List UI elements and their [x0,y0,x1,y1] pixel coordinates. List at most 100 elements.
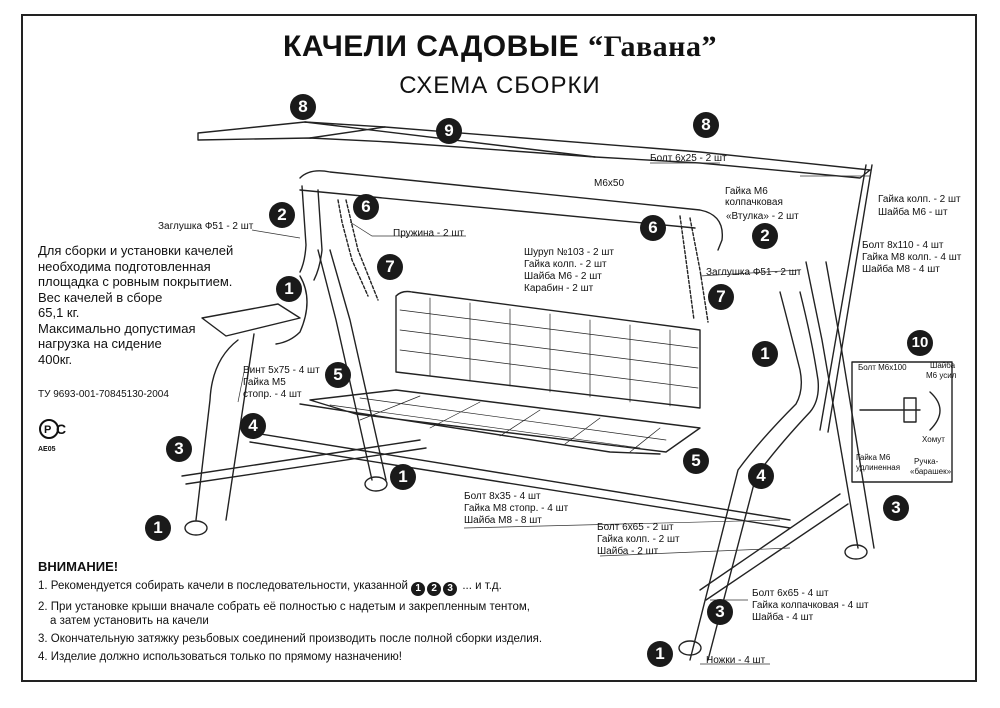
info-block: Для сборки и установки качелей необходим… [38,243,233,367]
right-foot-rail [699,493,849,601]
label-screw-2: Гайка колп. - 2 шт [524,259,607,270]
page-frame [21,14,977,682]
left-rear-leg [317,249,387,481]
left-upper-tube [299,185,323,281]
label-bolt-6x65b-2: Гайка колпачковая - 4 шт [752,600,869,611]
title-main: КАЧЕЛИ САДОВЫЕ [283,30,589,63]
step-badge-5: 5 [683,448,709,474]
detail-10-box [851,361,953,483]
right-rear-leg [805,261,875,549]
label-bolt-6x65a-2: Гайка колп. - 2 шт [597,534,680,545]
info-line: площадка с ровным покрытием. [38,274,233,289]
note-1-text: 1. Рекомендуется собирать качели в после… [38,580,408,592]
seat-back-grid [399,297,699,407]
step-badge-5: 5 [325,362,351,388]
note-2-line-1: 2. При установке крыши вначале собрать е… [38,601,530,613]
step-badge-6: 6 [640,215,666,241]
leader-plug-left [251,229,301,239]
info-line: необходима подготовленная [38,258,211,274]
label-plug-left: Заглушка Ф51 - 2 шт [158,221,254,232]
label-bolt-6x65b-3: Шайба - 4 шт [752,612,814,623]
step-badge-8: 8 [290,94,316,120]
note-2-line-2: а затем установить на качели [50,615,209,627]
right-front-leg [689,291,820,661]
label-bolt-6x65a-3: Шайба - 2 шт [597,546,659,557]
foot-1 [184,520,208,536]
left-armrest [201,303,301,337]
svg-text:P: P [44,424,51,436]
step-badge-1: 1 [276,276,302,302]
right-chain [679,215,709,323]
label-bolt-8x110-3: Шайба М8 - 4 шт [862,264,940,275]
label-bolt-8x110-2: Гайка М8 колп. - 4 шт [862,252,962,263]
note-1: 1. Рекомендуется собирать качели в после… [38,579,542,596]
d10-washer-2: М6 усил [926,371,957,380]
d10-nut-2: удлиненная [856,463,901,472]
label-bolt-6x25: Болт 6х25 - 2 шт [650,153,727,164]
d10-nut-1: Гайка М6 [856,453,891,462]
d10-clamp: Хомут [922,435,945,444]
tech-spec-code: ТУ 9693-001-70845130-2004 [38,389,169,400]
label-bolt-6x65a-1: Болт 6х65 - 2 шт [597,522,674,533]
info-line: 400кг. [38,351,73,367]
label-feet: Ножки - 4 шт [706,655,766,666]
note-step-badge: 1 [411,582,426,596]
step-badge-7: 7 [708,284,734,310]
label-washer-m6-right: Шайба М6 - шт [878,207,948,218]
label-m6x50: М6х50 [594,178,625,189]
step-badge-6: 6 [353,194,379,220]
label-bolt-6x65b-1: Болт 6х65 - 4 шт [752,588,829,599]
step-badge-4: 4 [240,413,266,439]
step-badge-3: 3 [707,599,733,625]
foot-4 [844,544,868,560]
label-plug-right: Заглушка Ф51 - 2 шт [706,267,802,278]
foot-3 [678,640,702,656]
note-3: 3. Окончательную затяжку резьбовых соеди… [38,633,543,645]
label-screw-1: Шуруп №103 - 2 шт [524,247,614,258]
info-line: Максимально допустимая [38,320,196,336]
label-nut-kolp-right: Гайка колп. - 2 шт [878,194,961,205]
bottom-rail-long [247,431,791,529]
label-bolt-8x35-1: Болт 8х35 - 4 шт [464,491,541,502]
leader-plug-right [699,269,801,277]
step-badge-2: 2 [269,202,295,228]
info-line: нагрузка на сидение [38,336,162,351]
leader-vint [237,371,245,403]
d10-knob-2: «барашек» [910,467,952,476]
note-2: 2. При установке крыши вначале собрать е… [38,600,542,628]
label-vint-1: Винт 5х75 - 4 шт [243,365,320,376]
step-badge-2: 2 [752,223,778,249]
label-screw-3: Шайба М6 - 2 шт [524,271,602,282]
label-vint-3: стопр. - 4 шт [243,389,302,400]
d10-knob-1: Ручка- [914,457,939,466]
info-line: Вес качелей в сборе [38,289,163,305]
step-badge-3: 3 [883,495,909,521]
seat-base [299,389,701,455]
leader-bolt6x65a [599,547,791,557]
d10-washer-1: Шайба [930,361,956,370]
label-bolt-8x35-3: Шайба М8 - 8 шт [464,515,542,526]
step-badge-9: 9 [436,118,462,144]
step-badge-1: 1 [752,341,778,367]
note-4: 4. Изделие должно использоваться только … [38,651,402,663]
label-bolt-8x35-2: Гайка М8 стопр. - 4 шт [464,503,569,514]
svg-text:C: C [56,421,66,437]
label-vtulka: «Втулка» - 2 шт [726,211,799,222]
note-step-badge: 2 [427,582,442,596]
info-line: 65,1 кг. [38,305,80,320]
label-vint-2: Гайка М5 [243,377,286,388]
seat-back [395,290,701,409]
left-chain [337,199,379,301]
cert-code: АЕ05 [38,446,56,453]
step-badge-8: 8 [693,112,719,138]
page-subtitle: СХЕМА СБОРКИ [399,72,601,99]
detail-10-parts [859,391,941,431]
step-badge-1: 1 [145,515,171,541]
certification-mark: P C АЕ05 [38,418,72,453]
note-1-suffix: ... и т.д. [462,580,502,592]
label-nut-m6-cap-2: колпачковая [725,197,783,208]
leader-bolt8x35 [463,519,781,529]
seat-grid [329,395,667,453]
info-line: Для сборки и установки качелей [38,243,234,258]
label-spring: Пружина - 2 шт [393,228,464,239]
